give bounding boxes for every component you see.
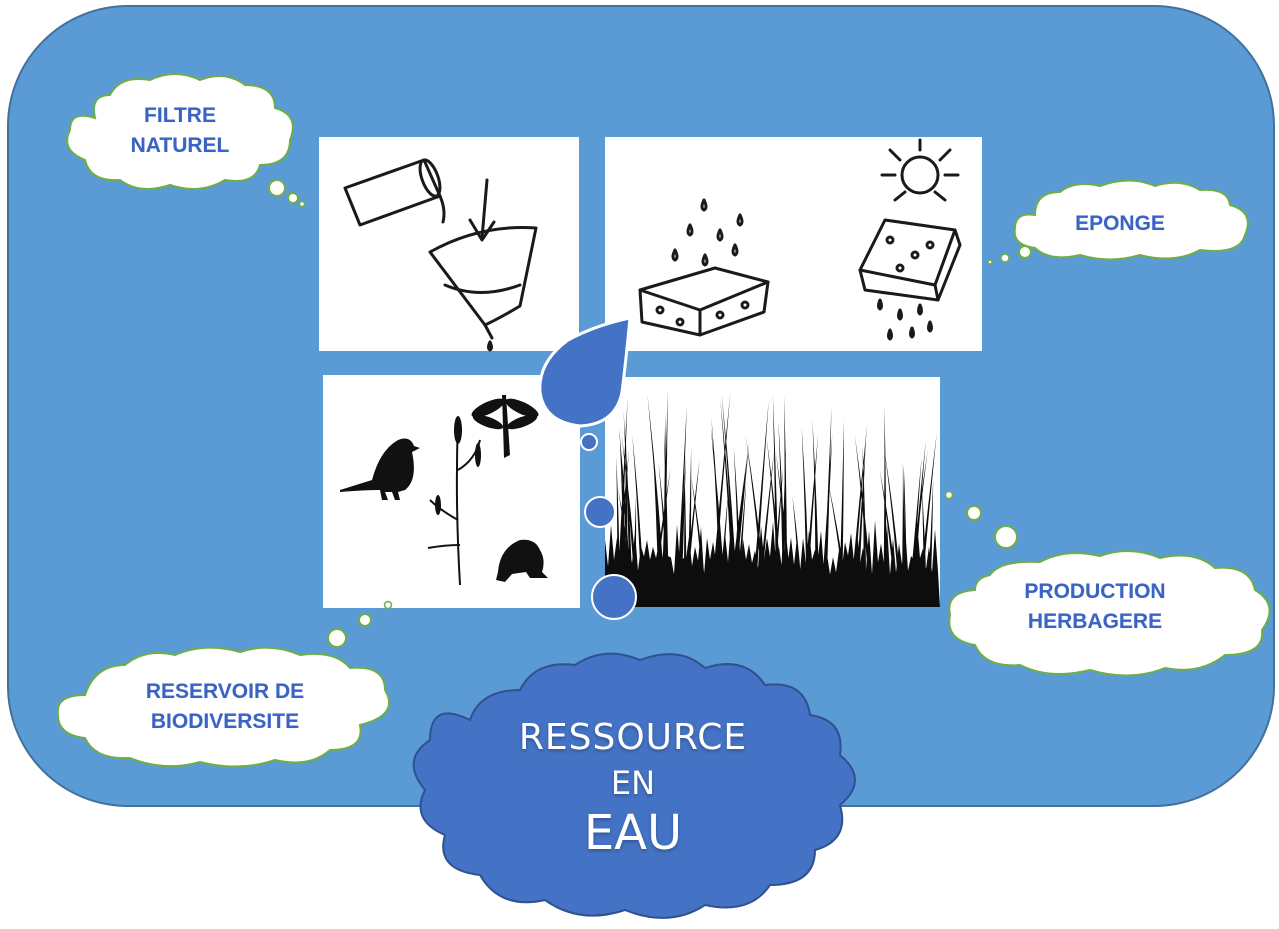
cloud-filtre-line1: FILTRE (144, 104, 216, 127)
cloud-eponge-label: EPONGE (1040, 209, 1200, 239)
water-drop-icon (538, 316, 632, 428)
drop-bubble-medium (584, 496, 616, 528)
sponge-image (605, 137, 982, 351)
main-title-line3: EAU (583, 805, 683, 861)
main-cloud (412, 652, 856, 919)
cloud-eponge (987, 179, 1249, 265)
cloud-eponge-line1: EPONGE (1075, 212, 1165, 235)
cloud-reservoir-label: RESERVOIR DE BIODIVERSITE (100, 677, 350, 737)
main-title-line2: EN (610, 764, 656, 802)
cloud-reservoir-line1: RESERVOIR DE (145, 680, 305, 703)
cloud-filtre-line2: NATUREL (130, 134, 230, 157)
main-title: RESSOURCE EN EAU (483, 715, 783, 861)
cloud-production-line1: PRODUCTION (1024, 580, 1166, 603)
cloud-filtre-naturel (66, 73, 306, 208)
cloud-reservoir-line2: BIODIVERSITE (150, 710, 300, 733)
wildlife-image (323, 375, 580, 608)
drop-bubble-large (591, 574, 637, 620)
grass-image (605, 377, 940, 607)
cloud-production (944, 490, 1271, 677)
drop-bubble-small (580, 433, 598, 451)
cloud-production-label: PRODUCTION HERBAGERE (1000, 577, 1190, 637)
cloud-filtre-label: FILTRE NATUREL (100, 101, 260, 161)
filter-image (319, 137, 579, 352)
main-title-line1: RESSOURCE (518, 717, 748, 758)
cloud-production-line2: HERBAGERE (1027, 610, 1163, 633)
cloud-reservoir (56, 600, 393, 768)
